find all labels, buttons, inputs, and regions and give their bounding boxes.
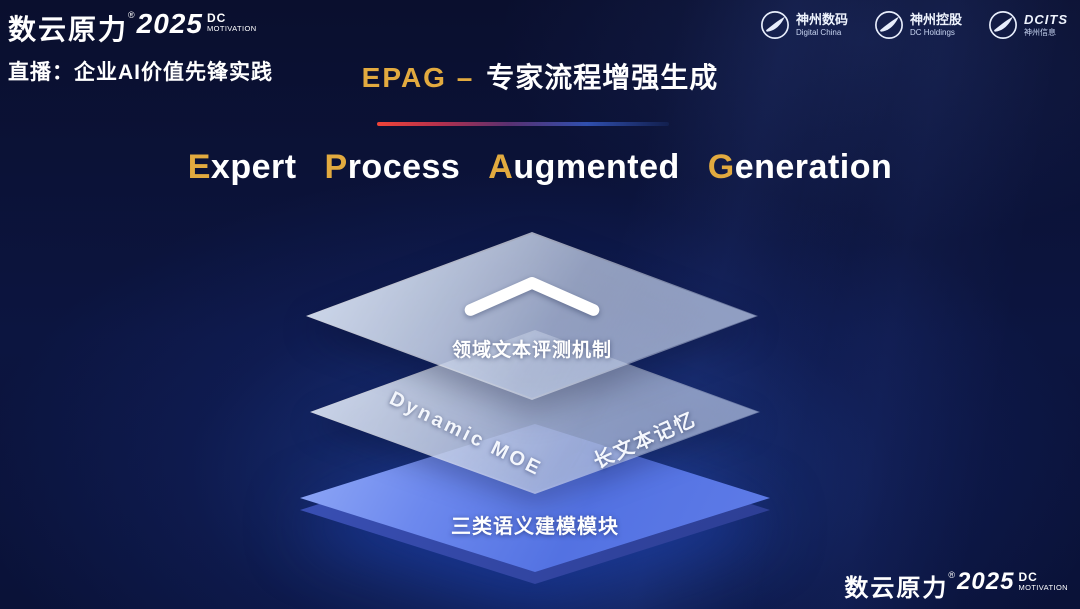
logo-text: DCITS 神州信息 bbox=[1024, 12, 1068, 37]
subtitle-word: Process bbox=[324, 148, 461, 186]
gradient-divider-line bbox=[377, 122, 669, 126]
logo-name-en: Digital China bbox=[795, 28, 842, 37]
subtitle-word: Augmented bbox=[488, 148, 680, 186]
digital-china-logo: 神州数码 Digital China bbox=[760, 10, 848, 40]
dc-holdings-logo: 神州控股 DC Holdings bbox=[874, 10, 962, 40]
brand-tagline-line1: DC bbox=[206, 11, 227, 25]
brand-tagline-line2: MOTIVATION bbox=[206, 23, 257, 33]
layer-top-evaluation: 领域文本评测机制 bbox=[306, 232, 758, 400]
brand-tagline: DC MOTIVATION bbox=[207, 12, 257, 32]
page-title: EPAG – 专家流程增强生成 bbox=[0, 56, 1080, 96]
brand-logo-bottom-right: 数云原力 ® 2025 DC MOTIVATION bbox=[844, 568, 1068, 603]
registered-mark: ® bbox=[128, 10, 135, 20]
top-layer-label: 领域文本评测机制 bbox=[451, 340, 612, 361]
brand-tagline-line1: DC bbox=[1018, 570, 1038, 584]
brand-year: 2025 bbox=[136, 8, 203, 39]
subtitle-word: Generation bbox=[707, 148, 893, 186]
logo-name-cn: 神州数码 bbox=[795, 12, 848, 28]
logo-name-cn: 神州控股 bbox=[909, 12, 962, 28]
brand-tagline-line2: MOTIVATION bbox=[1018, 582, 1068, 592]
title-acronym: EPAG – bbox=[361, 62, 475, 93]
brand-tagline: DC MOTIVATION bbox=[1018, 571, 1068, 591]
logo-text: 神州数码 Digital China bbox=[796, 12, 848, 37]
brand-name: 数云原力 bbox=[844, 575, 949, 602]
swoosh-logo-icon bbox=[875, 11, 903, 39]
brand-logo-top-left: 数云原力 ® 2025 DC MOTIVATION bbox=[8, 8, 257, 48]
chevron-up-icon bbox=[464, 276, 600, 316]
logo-text: 神州控股 DC Holdings bbox=[910, 12, 962, 37]
logo-name-en: DC Holdings bbox=[909, 28, 955, 37]
subtitle-word: Expert bbox=[187, 148, 297, 186]
registered-mark: ® bbox=[948, 570, 956, 580]
bottom-layer-label: 三类语义建模模块 bbox=[451, 516, 619, 538]
swoosh-logo-icon bbox=[761, 11, 789, 39]
brand-year: 2025 bbox=[957, 568, 1015, 595]
brand-name: 数云原力 bbox=[8, 14, 129, 45]
swoosh-logo-icon bbox=[989, 11, 1017, 39]
dcits-logo: DCITS 神州信息 bbox=[988, 10, 1068, 40]
partner-logos: 神州数码 Digital China 神州控股 DC Holdings DCIT… bbox=[760, 10, 1068, 40]
title-chinese: 专家流程增强生成 bbox=[486, 62, 719, 93]
logo-name-en: DCITS bbox=[1024, 12, 1068, 28]
logo-name-cn: 神州信息 bbox=[1024, 28, 1056, 37]
subtitle-english: Expert Process Augmented Generation bbox=[0, 148, 1080, 187]
live-stream-label: 直播：企业AI价值先锋实践 bbox=[8, 61, 273, 84]
